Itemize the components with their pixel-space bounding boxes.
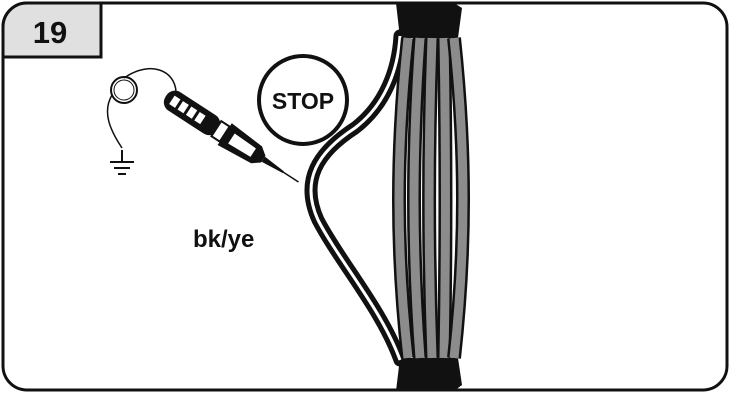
wire-label: bk/ye	[193, 226, 254, 253]
step-number: 19	[33, 15, 67, 50]
step-badge: 19	[3, 3, 101, 57]
stop-label: STOP	[272, 88, 334, 114]
panel-frame	[3, 3, 727, 390]
stop-sign-icon: STOP	[259, 56, 347, 144]
